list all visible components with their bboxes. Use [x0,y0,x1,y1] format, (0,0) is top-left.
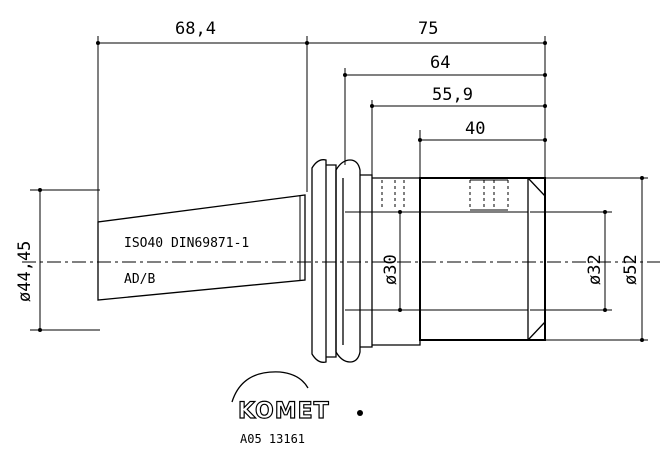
dimension-lines [38,41,644,342]
dim-dia-52: ø52 [621,254,641,285]
form-label: AD/B [124,272,155,287]
part-number: A05 13161 [240,432,305,446]
logo-swoosh [231,371,309,403]
dim-dia-30: ø30 [381,254,401,285]
dim-55-9: 55,9 [432,85,473,105]
taper-spec-label: ISO40 DIN69871-1 [124,236,249,251]
dim-40: 40 [465,119,485,139]
dim-64: 64 [430,53,450,73]
dim-dia-44-45: ø44,45 [15,241,35,302]
komet-logo: KOMET [231,371,363,425]
dim-75: 75 [418,19,438,39]
dim-68-4: 68,4 [175,19,216,39]
dim-dia-32: ø32 [585,254,605,285]
extension-lines [30,36,648,341]
tool-holder-outline [97,159,546,363]
logo-dot [357,410,363,416]
logo-wordmark: KOMET [238,399,330,424]
